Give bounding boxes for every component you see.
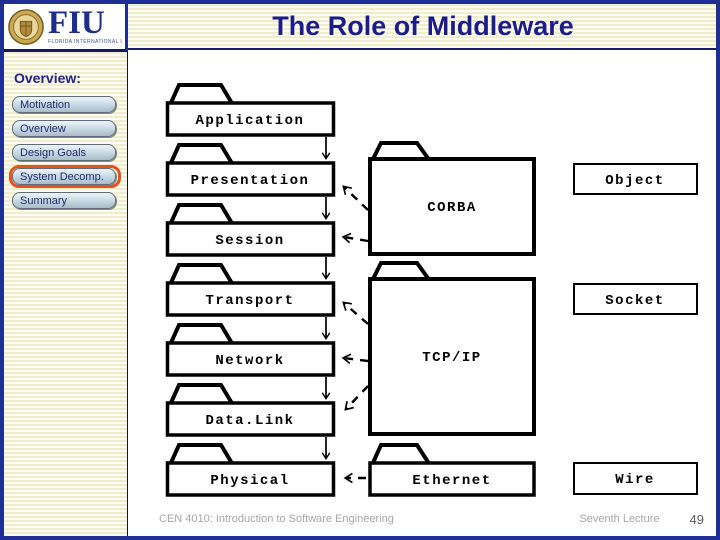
sidebar-item-label: Overview [20,122,66,135]
footer: CEN 4010: Introduction to Software Engin… [159,511,704,527]
sidebar-item-design-goals[interactable]: Design Goals [12,144,116,161]
sidebar-item-label: Motivation [20,98,71,111]
fiu-university-name: FLORIDA INTERNATIONAL UNIVERSITY [48,38,122,45]
sidebar: Overview: Motivation Overview Design Goa… [4,52,128,536]
footer-course: CEN 4010: Introduction to Software Engin… [159,513,394,525]
sidebar-item-summary[interactable]: Summary [12,192,116,209]
sidebar-item-label: Design Goals [20,146,87,159]
header: The Role of Middleware FIU FLORIDA INTER… [4,4,716,52]
page-title: The Role of Middleware [272,10,574,41]
sidebar-item-label: Summary [20,194,68,207]
sidebar-item-motivation[interactable]: Motivation [12,96,116,113]
sidebar-heading: Overview: [14,70,81,86]
fiu-logo: FIU FLORIDA INTERNATIONAL UNIVERSITY [4,4,128,52]
footer-page-number: 49 [689,511,704,527]
footer-lecture: Seventh Lecture [579,513,660,525]
sidebar-item-label: System Decomp. [20,170,104,183]
fiu-seal-icon [8,8,44,45]
sidebar-item-overview[interactable]: Overview [12,120,116,137]
slide-body [132,52,716,536]
sidebar-item-system-decomp[interactable]: System Decomp. [9,165,121,188]
fiu-acronym: FIU [48,8,105,42]
